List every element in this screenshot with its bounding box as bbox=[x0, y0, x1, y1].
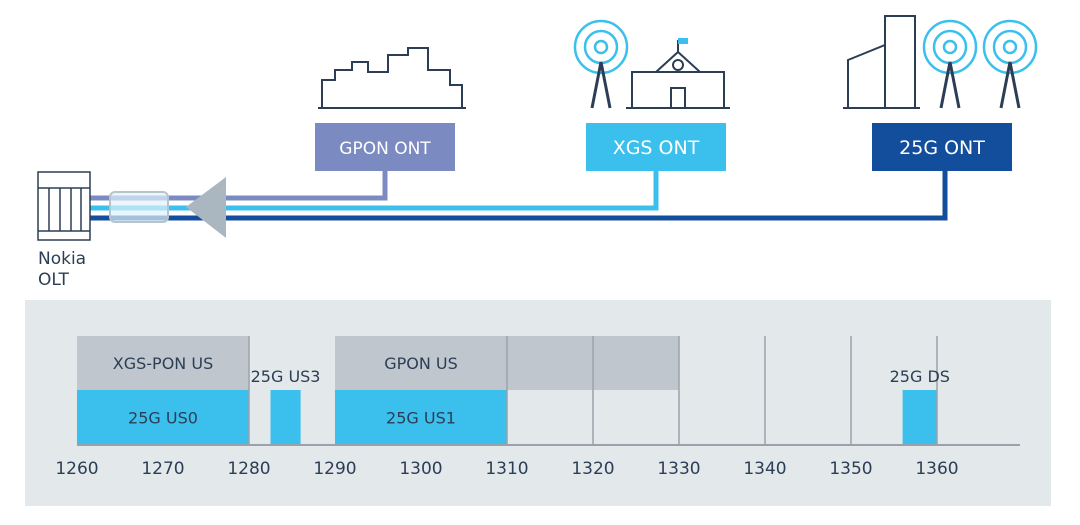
band-label: 25G US3 bbox=[251, 367, 321, 386]
city-buildings-icon bbox=[318, 47, 466, 109]
band-label: GPON US bbox=[384, 354, 458, 373]
gpon-ont-label: GPON ONT bbox=[339, 139, 431, 159]
olt-label-2: OLT bbox=[38, 270, 70, 290]
tick-label: 1360 bbox=[915, 459, 958, 479]
band-label: XGS-PON US bbox=[113, 354, 213, 373]
fiber-connector-icon bbox=[109, 191, 169, 223]
tick-label: 1280 bbox=[227, 459, 270, 479]
band-label: 25G US1 bbox=[386, 409, 456, 428]
xgs-ont-label: XGS ONT bbox=[613, 137, 700, 159]
tick-label: 1320 bbox=[571, 459, 614, 479]
splitter-icon bbox=[186, 177, 226, 238]
band-1 bbox=[77, 390, 249, 445]
olt-icon bbox=[37, 171, 91, 241]
xgs-ont-box bbox=[586, 123, 726, 171]
band-label: 25G DS bbox=[890, 367, 950, 386]
school-building-icon bbox=[626, 38, 730, 109]
fiber-lines bbox=[90, 171, 948, 221]
tick-label: 1300 bbox=[399, 459, 442, 479]
25g-ont-box bbox=[872, 123, 1012, 171]
tick-label: 1260 bbox=[55, 459, 98, 479]
band-3 bbox=[335, 336, 507, 390]
office-tower-icon bbox=[843, 15, 920, 109]
band-4 bbox=[335, 390, 507, 445]
tick-label: 1350 bbox=[829, 459, 872, 479]
tick-label: 1340 bbox=[743, 459, 786, 479]
25g-ont-label: 25G ONT bbox=[899, 137, 985, 159]
band-label: 25G US0 bbox=[128, 409, 198, 428]
cell-tower-icon bbox=[573, 19, 629, 109]
tick-label: 1290 bbox=[313, 459, 356, 479]
band-0 bbox=[77, 336, 249, 390]
band-2 bbox=[270, 390, 301, 445]
tick-label: 1330 bbox=[657, 459, 700, 479]
band-6 bbox=[902, 390, 937, 445]
gpon-ont-box bbox=[315, 123, 455, 171]
wavelength-chart: XGS-PON US 25G US0 25G US3 GPON US 25G US1 25… bbox=[55, 336, 1020, 479]
tick-label: 1270 bbox=[141, 459, 184, 479]
tick-label: 1310 bbox=[485, 459, 528, 479]
olt-label-1: Nokia bbox=[38, 249, 86, 269]
cell-tower-icon bbox=[922, 19, 1038, 109]
